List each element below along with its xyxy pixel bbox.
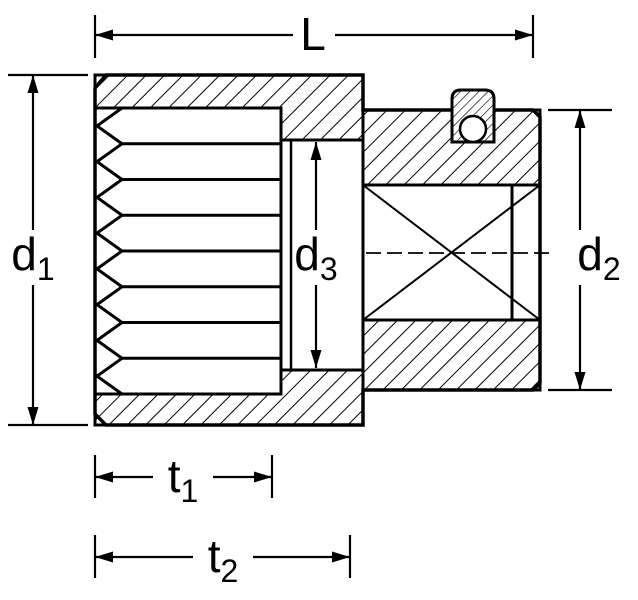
arrowhead xyxy=(310,350,322,368)
dimension-L: L xyxy=(93,8,535,60)
serration-profile xyxy=(94,106,283,396)
arrowhead xyxy=(254,471,272,483)
dimension-label-t2: t2 xyxy=(208,530,239,589)
dimension-d2: d2 xyxy=(548,108,621,392)
hatch-drive-bottom-section xyxy=(361,318,542,392)
dimension-label-t1: t1 xyxy=(168,450,199,509)
arrowhead xyxy=(332,551,350,563)
arrowhead xyxy=(574,110,586,128)
arrowhead xyxy=(95,471,113,483)
dimension-label-d2: d2 xyxy=(577,228,620,287)
dimension-t2: t2 xyxy=(93,530,352,589)
detent-button xyxy=(450,88,496,144)
arrowhead xyxy=(310,142,322,160)
arrowhead xyxy=(95,551,113,563)
hatch-bottom-left-section xyxy=(93,368,365,427)
arrowhead xyxy=(95,29,113,41)
square-drive xyxy=(362,183,552,322)
outer-outline xyxy=(93,73,542,427)
detent-ball xyxy=(458,114,488,144)
dimension-label-d3: d3 xyxy=(294,228,337,287)
arrowhead xyxy=(515,29,533,41)
part-body xyxy=(93,73,552,427)
dimension-label-L: L xyxy=(300,8,326,60)
arrowhead xyxy=(27,407,39,425)
dimension-t1: t1 xyxy=(93,450,274,509)
dimension-d3: d3 xyxy=(294,142,338,368)
bore xyxy=(281,138,365,372)
dimension-label-d1: d1 xyxy=(11,228,54,287)
serration-zigzag xyxy=(94,106,125,396)
arrowhead xyxy=(574,372,586,390)
dimension-d1: d1 xyxy=(8,73,88,427)
arrowhead xyxy=(27,75,39,93)
